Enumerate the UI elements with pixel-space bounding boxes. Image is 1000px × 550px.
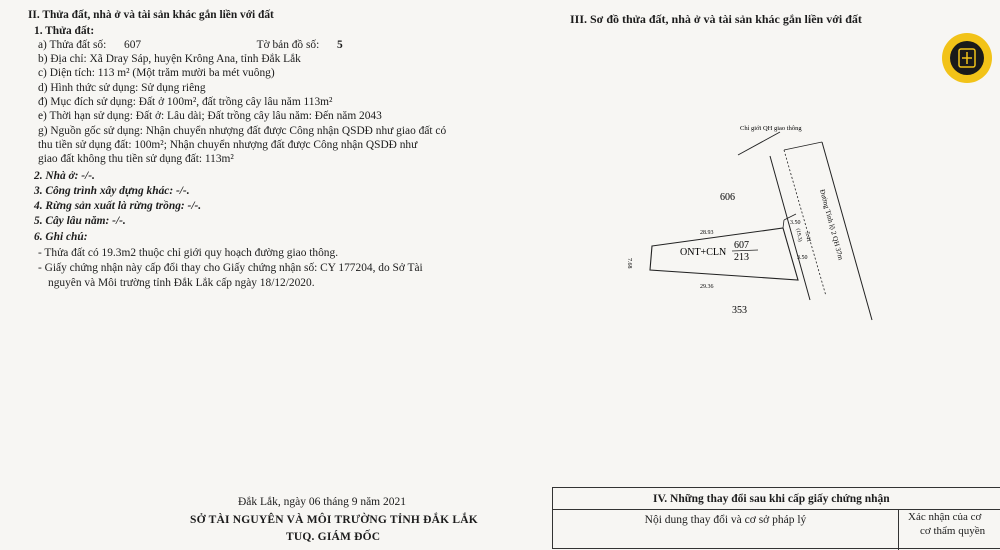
changes-table-header: IV. Những thay đổi sau khi cấp giấy chứn…	[553, 488, 1000, 510]
dim-area-small-label: (19.3)	[794, 228, 803, 242]
house-section: 2. Nhà ở: -/-.	[34, 170, 95, 182]
section-2-header: II. Thửa đất, nhà ở và tài sản khác gắn …	[28, 9, 274, 21]
origin-line-3: giao đất không thu tiền sử dụng đất: 113…	[38, 153, 234, 165]
parcel-subheader: 1. Thửa đất:	[34, 25, 95, 37]
usage-purpose-line: đ) Mục đích sử dụng: Đất ở 100m², đất tr…	[38, 96, 333, 108]
road-boundary-dashed	[783, 149, 827, 297]
dim-right-top-label: 3.50	[790, 220, 801, 226]
changes-col-confirm: Xác nhận của cơ cơ thẩm quyền	[898, 510, 1000, 550]
parcel-north-label: 606	[720, 192, 735, 203]
place-date: Đắk Lắk, ngày 06 tháng 9 năm 2021	[238, 496, 406, 508]
origin-line-2: thu tiền sử dụng đất: 100m²; Nhận chuyển…	[38, 139, 418, 151]
changes-table: IV. Những thay đổi sau khi cấp giấy chứn…	[552, 487, 1000, 550]
dim-top-label: 28.93	[700, 230, 714, 236]
signer-role: TUQ. GIÁM ĐỐC	[286, 531, 381, 543]
parcel-number-label: a) Thửa đất số:	[38, 39, 107, 51]
address-line: b) Địa chỉ: Xã Dray Sáp, huyện Krông Ana…	[38, 53, 301, 65]
parcel-number-row: a) Thửa đất số: 607 Tờ bản đồ số: 5	[38, 38, 343, 52]
section-3-header: III. Sơ đồ thửa đất, nhà ở và tài sản kh…	[570, 12, 862, 26]
road-edge-right	[821, 141, 873, 321]
parcel-fraction-line	[731, 249, 759, 252]
other-construction-section: 3. Công trình xây dựng khác: -/-.	[34, 185, 190, 197]
origin-line-1: g) Nguồn gốc sử dụng: Nhận chuyển nhượng…	[38, 125, 447, 137]
perennial-section: 5. Cây lâu năm: -/-.	[34, 215, 126, 227]
usage-term-line: e) Thời hạn sử dụng: Đất ở: Lâu dài; Đất…	[38, 110, 382, 122]
changes-col-content: Nội dung thay đổi và cơ sở pháp lý	[553, 510, 899, 550]
note-line-2: - Giấy chứng nhận này cấp đổi thay cho G…	[38, 262, 423, 274]
forest-section: 4. Rừng sản xuất là rừng trồng: -/-.	[34, 200, 202, 212]
tick-mark-2	[783, 213, 797, 221]
notes-section: 6. Ghi chú:	[34, 231, 88, 243]
note-line-3: nguyên và Môi trường tỉnh Đắk Lắk cấp ng…	[48, 277, 315, 289]
dim-bottom-label: 29.36	[700, 284, 714, 290]
map-sheet-label: Tờ bản đồ số:	[256, 39, 320, 51]
boundary-top-line	[737, 131, 781, 156]
camera-badge-icon	[942, 33, 992, 83]
issuing-organization: SỞ TÀI NGUYÊN VÀ MÔI TRƯỜNG TỈNH ĐẮK LẮK	[190, 514, 478, 526]
changes-col-confirm-line1: Xác nhận của cơ	[908, 511, 982, 523]
parcel-code-label: ONT+CLN	[680, 247, 726, 258]
parcel-outline	[649, 227, 799, 281]
parcel-sketch-map: 606 353 ONT+CLN 607 213 28.93 29.36 7.68…	[626, 125, 873, 321]
note-line-1: - Thửa đất có 19.3m2 thuộc chỉ giới quy …	[38, 247, 339, 259]
dim-left-label: 7.68	[626, 258, 632, 269]
boundary-label: Chỉ giới QH giao thông	[740, 125, 802, 132]
parcel-south-label: 353	[732, 305, 747, 316]
changes-col-confirm-line2: cơ thẩm quyền	[920, 525, 986, 537]
tick-mark	[782, 219, 785, 229]
road-edge-left	[769, 155, 811, 301]
map-sheet-value: 5	[336, 39, 343, 51]
road-top-edge	[783, 141, 823, 151]
parcel-number-label-map: 607	[734, 240, 749, 251]
usage-form-line: d) Hình thức sử dụng: Sử dụng riêng	[38, 82, 206, 94]
parcel-number-value: 607	[124, 39, 142, 51]
parcel-area-label-map: 213	[734, 252, 749, 263]
dim-right-bottom-label: 3.50	[797, 255, 808, 261]
dim-inner-label: 5.41	[804, 231, 812, 242]
road-label: Đường Tỉnh lộ 2 QH 37m	[818, 188, 845, 261]
area-line: c) Diện tích: 113 m² (Một trăm mười ba m…	[38, 67, 275, 79]
